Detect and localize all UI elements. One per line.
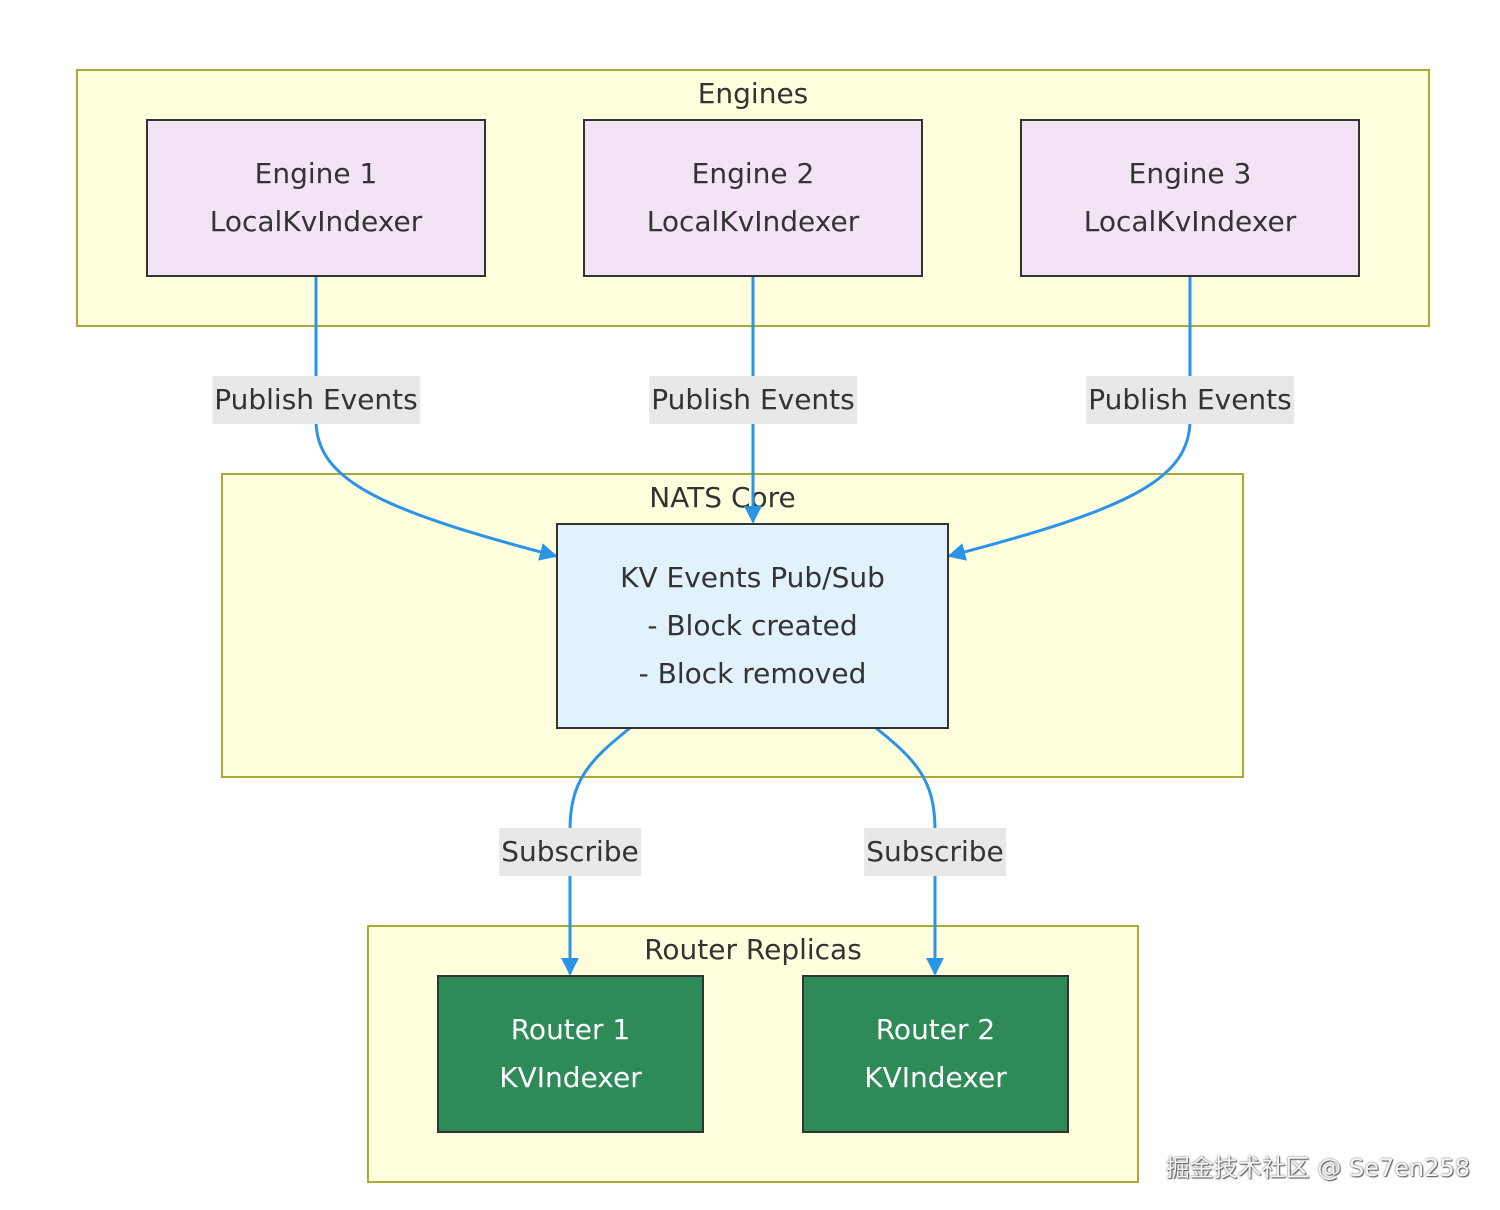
cluster-title-nats-core: NATS Core	[649, 481, 796, 514]
edge-label-engine1: Publish Events	[212, 376, 420, 424]
cluster-title-router-replicas: Router Replicas	[644, 933, 862, 966]
node-kv-events-pubsub[interactable]: KV Events Pub/Sub - Block created - Bloc…	[556, 523, 949, 729]
node-router-2-subtitle: KVIndexer	[864, 1061, 1007, 1094]
edge-nats-to-router1	[561, 726, 631, 976]
node-engine-2-subtitle: LocalKvIndexer	[646, 205, 860, 238]
node-engine-2[interactable]: Engine 2 LocalKvIndexer	[583, 119, 923, 277]
edge-engine3-to-nats	[947, 277, 1192, 561]
node-kv-events-block-created: - Block created	[647, 609, 858, 642]
watermark: 掘金技术社区 @ Se7en258	[1165, 1154, 1470, 1182]
node-router-1-title: Router 1	[510, 1013, 631, 1046]
node-router-1-subtitle: KVIndexer	[499, 1061, 642, 1094]
node-engine-2-title: Engine 2	[691, 157, 815, 190]
edge-engine1-to-nats	[314, 277, 558, 561]
node-router-1[interactable]: Router 1 KVIndexer	[437, 975, 704, 1133]
node-router-2[interactable]: Router 2 KVIndexer	[802, 975, 1069, 1133]
node-router-2-title: Router 2	[875, 1013, 996, 1046]
edge-label-engine2: Publish Events	[649, 376, 857, 424]
edge-label-engine3: Publish Events	[1086, 376, 1294, 424]
cluster-title-engines: Engines	[697, 77, 809, 110]
node-engine-1-subtitle: LocalKvIndexer	[209, 205, 423, 238]
node-engine-1[interactable]: Engine 1 LocalKvIndexer	[146, 119, 486, 277]
node-engine-3-title: Engine 3	[1128, 157, 1252, 190]
edge-nats-to-router2	[875, 726, 944, 976]
node-kv-events-title: KV Events Pub/Sub	[620, 561, 885, 594]
edge-label-router1: Subscribe	[499, 828, 641, 876]
node-engine-1-title: Engine 1	[254, 157, 378, 190]
node-kv-events-block-removed: - Block removed	[638, 657, 867, 690]
node-engine-3-subtitle: LocalKvIndexer	[1083, 205, 1297, 238]
edge-label-router2: Subscribe	[864, 828, 1006, 876]
node-engine-3[interactable]: Engine 3 LocalKvIndexer	[1020, 119, 1360, 277]
